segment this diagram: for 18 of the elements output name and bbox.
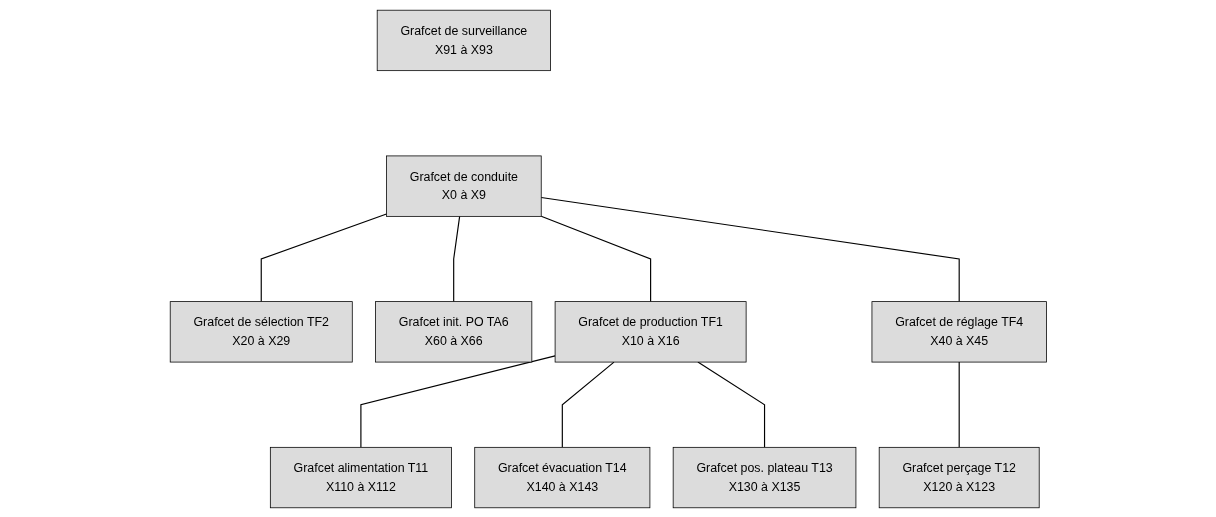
connector xyxy=(360,354,556,448)
connector xyxy=(958,361,960,448)
node-box: Grafcet évacuation T14 X140 à X143 xyxy=(474,446,650,508)
node-box: Grafcet perçage T12 X120 à X123 xyxy=(878,446,1040,508)
node-box: Grafcet pos. plateau T13 X130 à X135 xyxy=(672,446,856,508)
connector xyxy=(561,361,615,448)
node-box: Grafcet de production TF1 X10 à X16 xyxy=(554,300,747,362)
node-box: Grafcet de conduite X0 à X9 xyxy=(385,155,542,217)
connector xyxy=(260,212,387,302)
node-box: Grafcet de surveillance X91 à X93 xyxy=(376,9,551,71)
node-box: Grafcet de sélection TF2 X20 à X29 xyxy=(169,300,353,362)
connector xyxy=(452,215,460,302)
connector xyxy=(540,196,960,302)
node-box: Grafcet de réglage TF4 X40 à X45 xyxy=(871,300,1047,362)
node-box: Grafcet init. PO TA6 X60 à X66 xyxy=(374,300,532,362)
connector xyxy=(540,215,651,302)
connector xyxy=(696,361,765,448)
node-box: Grafcet alimentation T11 X110 à X112 xyxy=(269,446,452,508)
